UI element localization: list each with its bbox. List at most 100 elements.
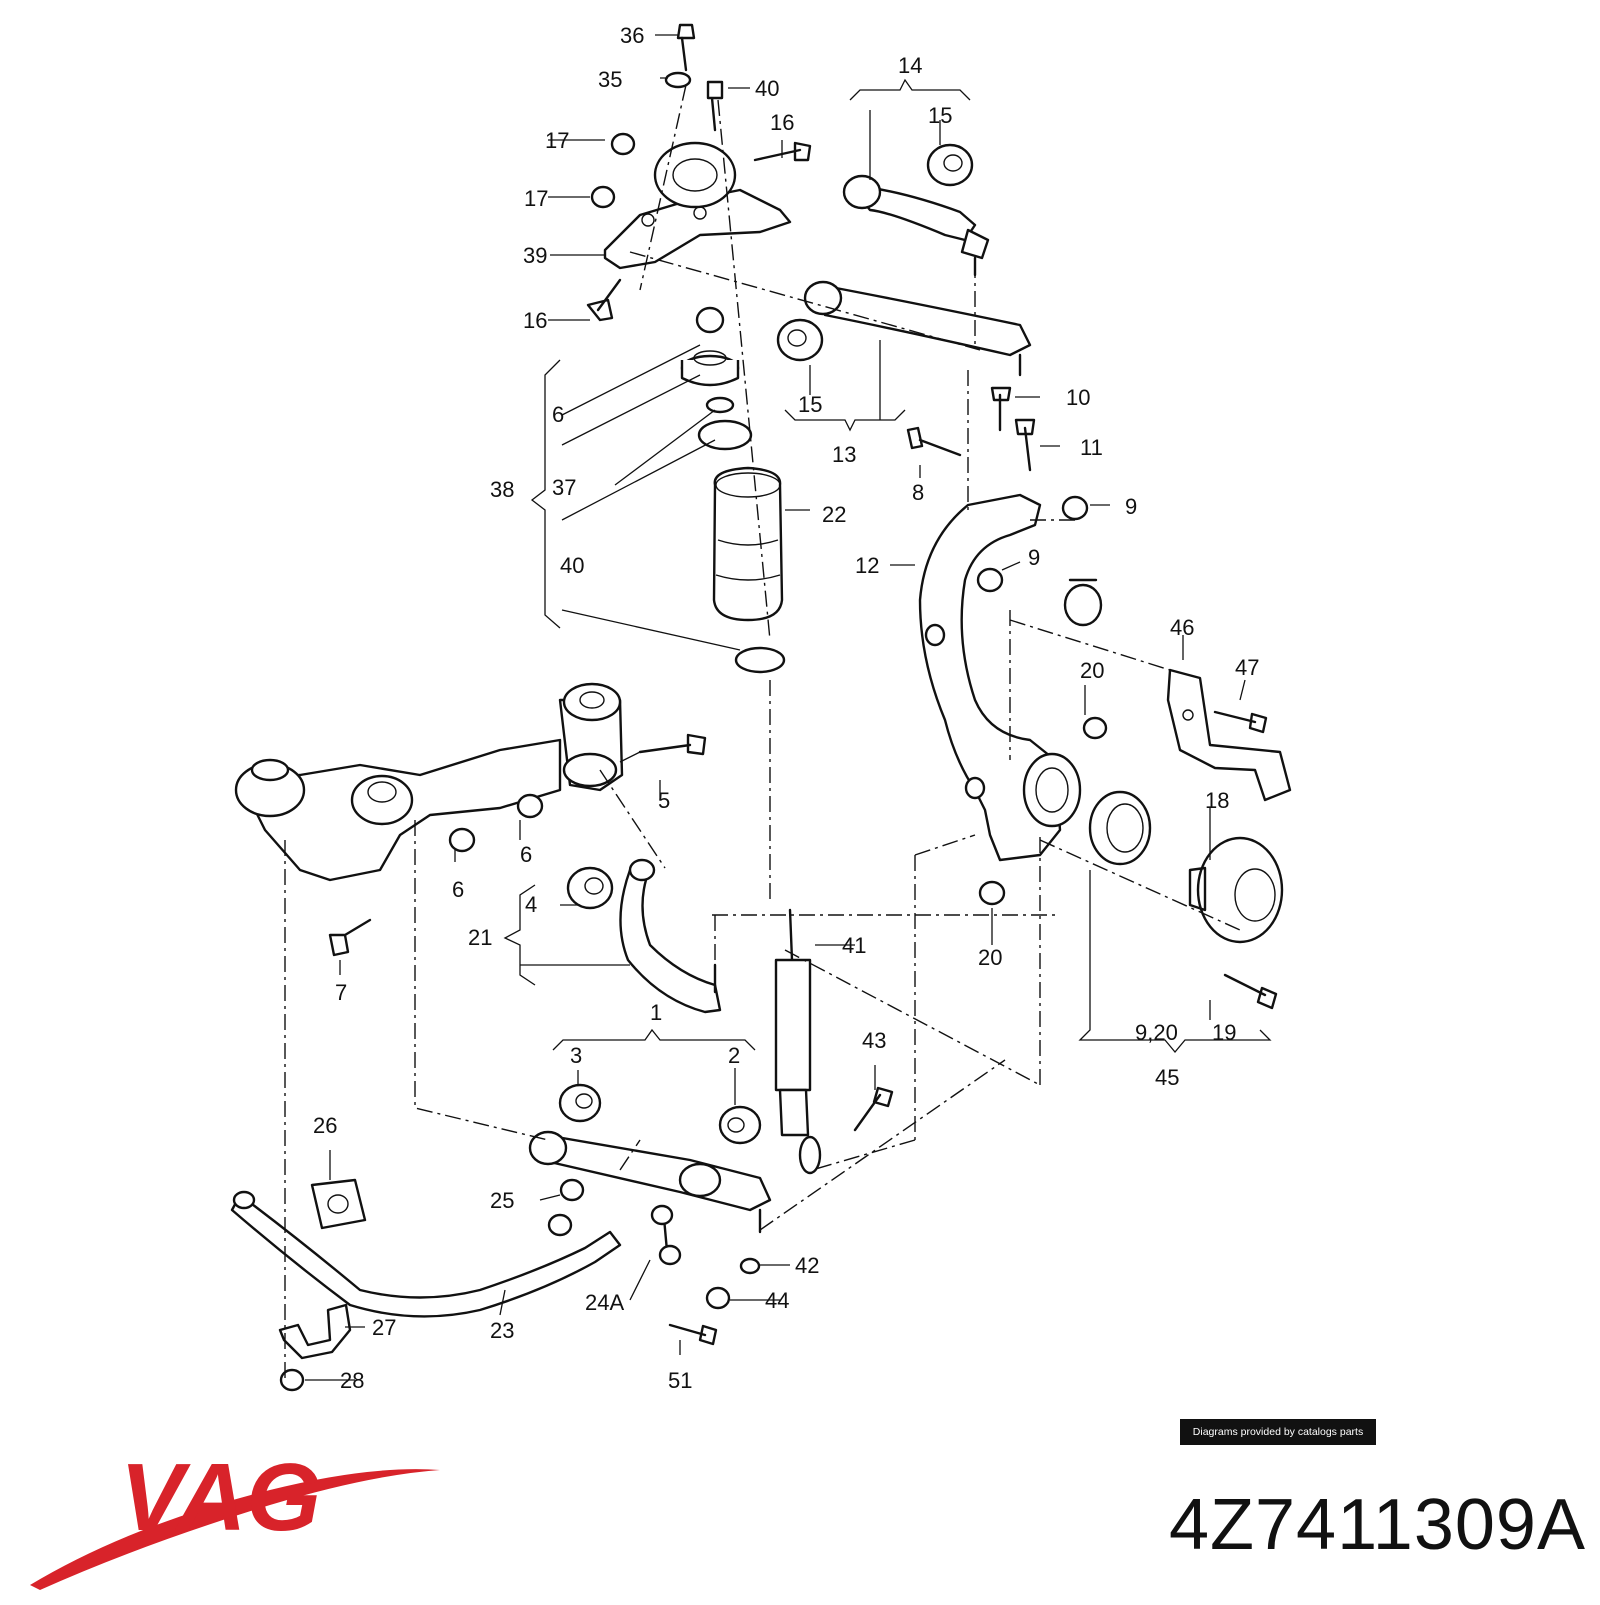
bushing-4 bbox=[566, 866, 614, 910]
nut-17-b bbox=[590, 185, 616, 209]
callout-3: 3 bbox=[570, 1043, 582, 1068]
nut-6-top bbox=[695, 306, 725, 334]
callout-42: 42 bbox=[795, 1253, 819, 1278]
nut-17-a bbox=[610, 132, 636, 156]
callout-36: 36 bbox=[620, 23, 644, 48]
callout-9: 9 bbox=[1125, 494, 1137, 519]
callout-41: 41 bbox=[842, 933, 866, 958]
callout-20: 20 bbox=[1080, 658, 1104, 683]
callout-22: 22 bbox=[822, 502, 846, 527]
callout-13: 13 bbox=[832, 442, 856, 467]
callout-2: 2 bbox=[728, 1043, 740, 1068]
callout-17: 17 bbox=[545, 128, 569, 153]
callout-5: 5 bbox=[658, 788, 670, 813]
callout-11: 11 bbox=[1080, 435, 1103, 460]
bolt-40 bbox=[706, 80, 724, 132]
callout-9-20: 9,20 bbox=[1135, 1020, 1178, 1045]
callout-43: 43 bbox=[862, 1028, 886, 1053]
callout-23: 23 bbox=[490, 1318, 514, 1343]
callout-15: 15 bbox=[798, 392, 822, 417]
bushing-3 bbox=[558, 1083, 602, 1123]
upper-link-14 bbox=[842, 174, 990, 277]
callout-20: 20 bbox=[978, 945, 1002, 970]
washer-35 bbox=[664, 71, 692, 89]
lower-arm-1 bbox=[528, 1130, 772, 1234]
bolt-10 bbox=[990, 386, 1012, 432]
callout-15: 15 bbox=[928, 103, 952, 128]
cover-plate-46 bbox=[1166, 668, 1292, 802]
callout-26: 26 bbox=[313, 1113, 337, 1138]
control-arm-21 bbox=[619, 858, 722, 1014]
assembly-lines bbox=[284, 84, 1241, 1378]
nut-28 bbox=[279, 1368, 305, 1392]
nut-25-a bbox=[559, 1178, 585, 1202]
shock-absorber-41 bbox=[774, 908, 822, 1175]
callout-38: 38 bbox=[490, 477, 514, 502]
nut-9-upper bbox=[1061, 495, 1089, 521]
bolt-8 bbox=[906, 426, 962, 457]
bolt-16-lower bbox=[586, 278, 622, 322]
ring-37 bbox=[705, 396, 735, 414]
clamp-27 bbox=[278, 1303, 352, 1360]
ball-joint-stud bbox=[1063, 578, 1103, 627]
nut-44 bbox=[705, 1286, 731, 1310]
vag-logo: VAG bbox=[30, 1444, 440, 1590]
callout-35: 35 bbox=[598, 67, 622, 92]
callout-16: 16 bbox=[770, 110, 794, 135]
callout-10: 10 bbox=[1066, 385, 1090, 410]
bolt-16-upper bbox=[753, 141, 812, 162]
wheel-bearing-housing-12 bbox=[918, 493, 1082, 862]
callout-7: 7 bbox=[335, 980, 347, 1005]
wheel-bearing bbox=[1088, 790, 1152, 866]
seal-ring bbox=[697, 419, 753, 451]
leader-lines bbox=[305, 34, 1272, 1381]
callout-39: 39 bbox=[523, 243, 547, 268]
bushing-2 bbox=[718, 1105, 762, 1145]
callout-6: 6 bbox=[452, 877, 464, 902]
credit-badge: Diagrams provided by catalogs parts bbox=[1180, 1419, 1376, 1445]
bolt-47 bbox=[1213, 710, 1268, 734]
nut-6-right bbox=[516, 793, 544, 819]
bearing-6 bbox=[680, 350, 740, 387]
nut-9-lower bbox=[976, 567, 1004, 593]
bushing-15-top bbox=[926, 143, 974, 187]
callout-45: 45 bbox=[1155, 1065, 1179, 1090]
callout-14: 14 bbox=[898, 53, 922, 78]
callout-4: 4 bbox=[525, 892, 537, 917]
upper-mount-part bbox=[603, 141, 792, 270]
callout-8: 8 bbox=[912, 480, 924, 505]
callout-51: 51 bbox=[668, 1368, 692, 1393]
nut-25-b bbox=[547, 1213, 573, 1237]
wheel-hub-18 bbox=[1188, 836, 1284, 944]
bushing-15-bottom bbox=[776, 318, 824, 362]
callout-46: 46 bbox=[1170, 615, 1194, 640]
callout-12: 12 bbox=[855, 553, 879, 578]
bolt-43 bbox=[853, 1086, 894, 1132]
upper-link-13 bbox=[803, 280, 1032, 377]
callout-44: 44 bbox=[765, 1288, 789, 1313]
callout-37: 37 bbox=[552, 475, 576, 500]
nut-20-upper bbox=[1082, 716, 1108, 740]
subframe bbox=[234, 682, 624, 882]
bush-26 bbox=[310, 1178, 367, 1230]
washer-42 bbox=[739, 1257, 761, 1275]
stabilizer-bar-23 bbox=[230, 1190, 622, 1318]
callout-40: 40 bbox=[560, 553, 584, 578]
callout-27: 27 bbox=[372, 1315, 396, 1340]
nut-20-lower bbox=[978, 880, 1006, 906]
bolt-36 bbox=[676, 23, 696, 72]
callout-40: 40 bbox=[755, 76, 779, 101]
callout-6: 6 bbox=[520, 842, 532, 867]
callout-47: 47 bbox=[1235, 655, 1259, 680]
callout-17: 17 bbox=[524, 186, 548, 211]
callout-6: 6 bbox=[552, 402, 564, 427]
callout-9: 9 bbox=[1028, 545, 1040, 570]
callout-24a: 24A bbox=[585, 1290, 624, 1315]
bolt-51 bbox=[668, 1323, 718, 1346]
bolt-5 bbox=[638, 733, 707, 756]
callout-28: 28 bbox=[340, 1368, 364, 1393]
callout-25: 25 bbox=[490, 1188, 514, 1213]
bolt-11 bbox=[1014, 418, 1036, 472]
